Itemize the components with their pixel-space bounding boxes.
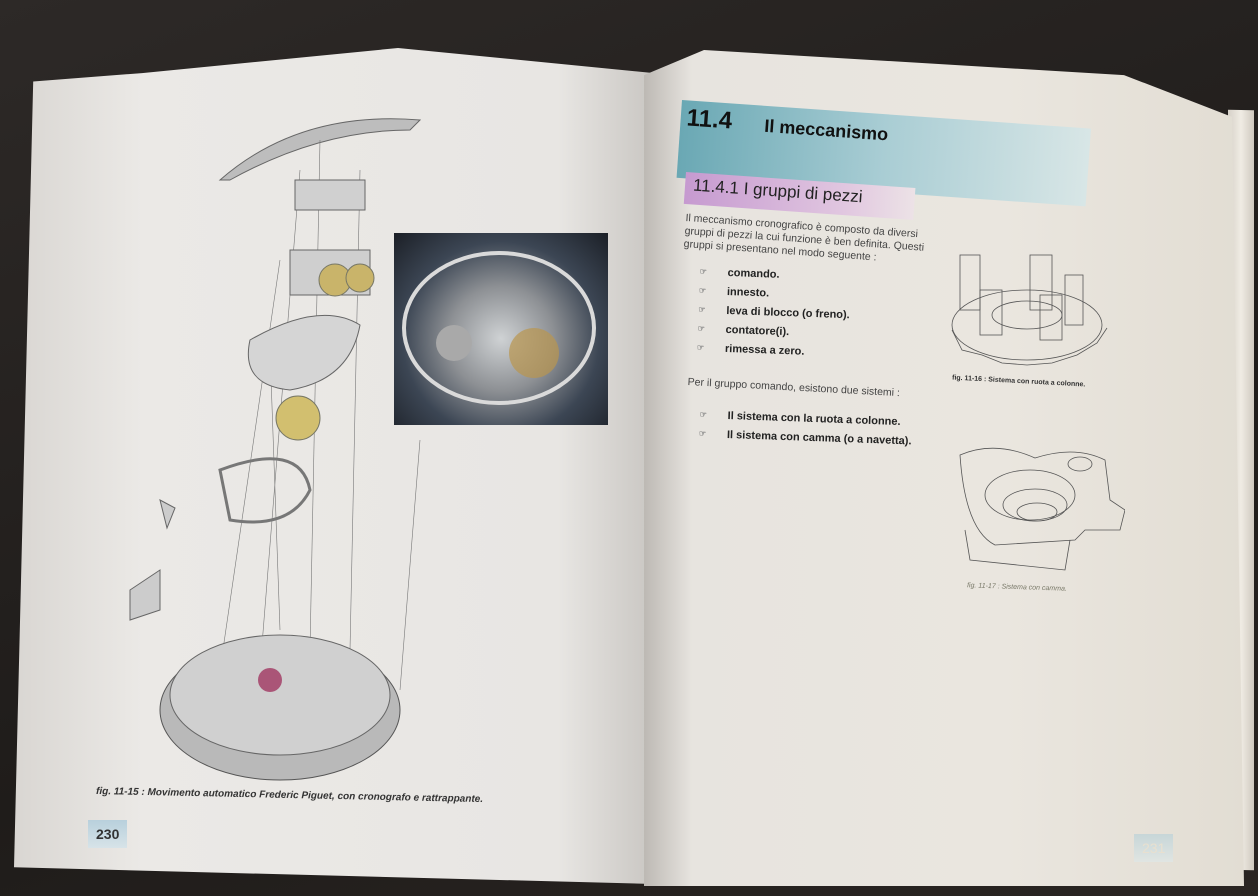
pointing-hand-icon: ☞ [699,266,707,277]
pointing-hand-icon: ☞ [696,342,705,353]
page-number-right: 231 [1134,834,1174,862]
section-title: Il meccanismo [763,115,889,145]
groups-list: ☞comando. ☞innesto. ☞leva di blocco (o f… [697,262,852,362]
exploded-movement-illustration [129,118,422,781]
section-number: 11.4 [685,104,733,135]
pointing-hand-icon: ☞ [698,304,706,315]
page-number-left: 230 [88,820,128,848]
pointing-hand-icon: ☞ [699,409,707,420]
cam-drawing [959,447,1125,571]
pointing-hand-icon: ☞ [698,428,707,439]
movement-photo [394,233,608,425]
column-wheel-drawing [951,254,1108,366]
pointing-hand-icon: ☞ [698,285,707,296]
systems-list: ☞Il sistema con la ruota a colonne. ☞Il … [699,405,913,450]
pointing-hand-icon: ☞ [697,323,706,334]
